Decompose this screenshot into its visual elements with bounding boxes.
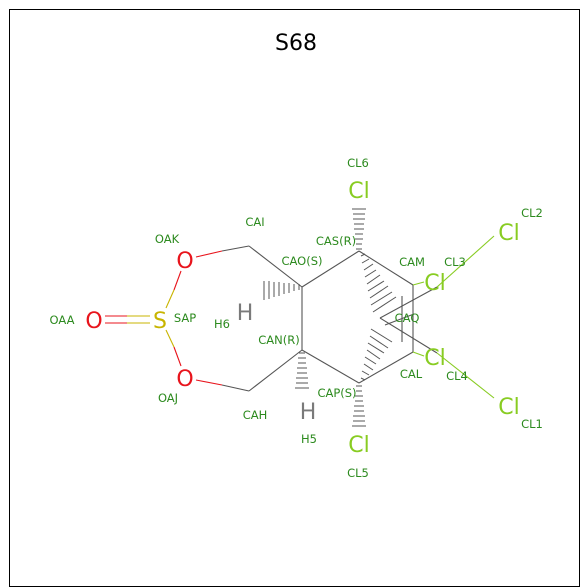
bond-oaj-sap: [173, 346, 182, 367]
label-cal: CAL: [400, 367, 423, 381]
atom-oaa-symbol: O: [85, 309, 102, 334]
label-cam: CAM: [399, 255, 425, 269]
label-oaa: OAA: [50, 313, 75, 327]
bond-cah-oaj: [221, 384, 250, 392]
bond-oak-sap-2: [165, 289, 175, 309]
bond-cah-oaj-2: [195, 379, 223, 386]
atom-cl4-symbol: Cl: [424, 346, 445, 371]
bond-caq-cl1-b: [436, 352, 495, 399]
atom-cl5-symbol: Cl: [348, 433, 369, 458]
atom-cl3-symbol: Cl: [424, 271, 445, 296]
label-cah: CAH: [243, 408, 268, 422]
bond-cao-cas: [301, 250, 360, 288]
label-cai: CAI: [245, 215, 264, 229]
bond-cal-cl4: [412, 351, 425, 357]
label-cl6: CL6: [347, 156, 369, 170]
bond-caq-cross-2: [384, 313, 415, 326]
label-caq: CAQ: [395, 311, 420, 325]
atom-cl6-symbol: Cl: [348, 179, 369, 204]
label-cao: CAO(S): [281, 254, 322, 268]
label-cl3: CL3: [444, 255, 466, 269]
hashed-bonds: [263, 208, 397, 427]
bond-caq-cl2: [379, 286, 438, 319]
bond-cal-cap: [358, 351, 414, 384]
atom-h6-symbol: H: [237, 301, 254, 326]
label-cl1: CL1: [521, 417, 543, 431]
bond-can-cah: [248, 349, 303, 392]
label-cl2: CL2: [521, 206, 543, 220]
bond-cap-can: [301, 349, 360, 384]
atom-oaj-symbol: O: [176, 367, 193, 392]
atom-labels: CL6 CL2 CL3 CL4 CL1 CL5 OAK OAA OAJ SAP …: [50, 156, 543, 480]
label-cas: CAS(R): [316, 234, 356, 248]
atom-sap-symbol: S: [153, 309, 167, 334]
label-can: CAN(R): [258, 333, 299, 347]
atom-h5-symbol: H: [300, 400, 317, 425]
bond-oak-cai: [195, 250, 223, 258]
bond-oak-cai-2: [221, 245, 250, 252]
label-h5: H5: [301, 432, 317, 446]
bond-cam-cl3: [412, 281, 425, 286]
label-h6: H6: [214, 317, 230, 331]
bond-cai-cao: [248, 245, 303, 288]
diagram-frame: [9, 9, 580, 587]
label-cl4: CL4: [446, 369, 468, 383]
bonds: [105, 235, 495, 399]
bond-cas-cam: [358, 250, 414, 286]
label-cl5: CL5: [347, 466, 369, 480]
label-oak: OAK: [155, 232, 180, 246]
bond-oak-sap: [173, 270, 182, 291]
diagram-title: S68: [275, 31, 317, 56]
atom-symbols: Cl Cl Cl Cl Cl Cl O O O S H H: [85, 179, 519, 458]
atom-cl1-symbol: Cl: [498, 395, 519, 420]
label-oaj: OAJ: [158, 391, 178, 405]
label-sap: SAP: [174, 311, 196, 325]
atom-cl2-symbol: Cl: [498, 221, 519, 246]
bond-oaj-sap-2: [165, 329, 175, 348]
atom-oak-symbol: O: [176, 249, 193, 274]
bond-caq-cl2-b: [436, 235, 495, 288]
label-cap: CAP(S): [317, 386, 356, 400]
